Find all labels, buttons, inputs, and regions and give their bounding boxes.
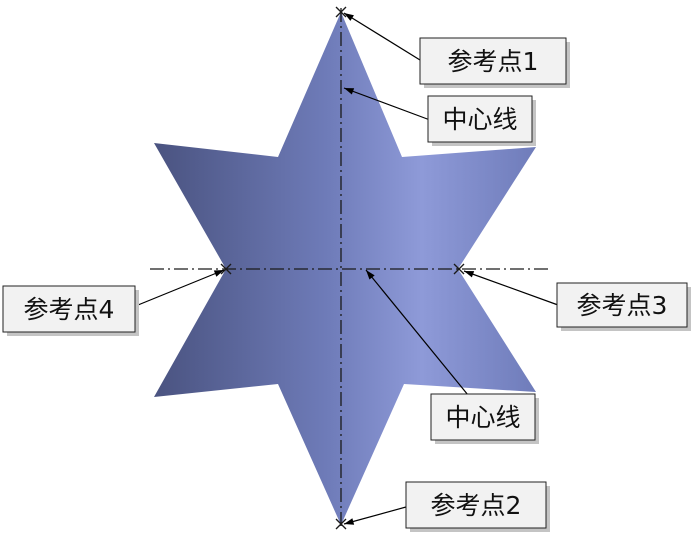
callout-centerline-horizontal: 中心线 — [430, 393, 539, 444]
callout-ref-point-4: 参考点4 — [2, 285, 139, 336]
leader-ref-point-4 — [137, 269, 225, 306]
callout-ref-point-1: 参考点1 — [419, 37, 570, 88]
callout-ref-point-2: 参考点2 — [405, 481, 550, 532]
leader-ref-point-1 — [343, 12, 421, 61]
leader-centerline-horizontal — [365, 269, 469, 396]
callout-ref-point-4-label: 参考点4 — [24, 295, 115, 324]
callout-ref-point-3-label: 参考点3 — [577, 291, 668, 320]
callout-centerline-horizontal-label: 中心线 — [445, 403, 520, 432]
leader-centerline-vertical — [343, 87, 431, 121]
callout-centerline-vertical-label: 中心线 — [442, 105, 517, 134]
callout-ref-point-3: 参考点3 — [556, 282, 691, 331]
leader-ref-point-2 — [343, 506, 407, 525]
callout-centerline-vertical: 中心线 — [427, 95, 536, 146]
callout-ref-point-2-label: 参考点2 — [431, 491, 522, 520]
callout-ref-point-1-label: 参考点1 — [448, 47, 539, 76]
leader-ref-point-3 — [463, 270, 559, 306]
ref-mark-3 — [453, 263, 465, 275]
